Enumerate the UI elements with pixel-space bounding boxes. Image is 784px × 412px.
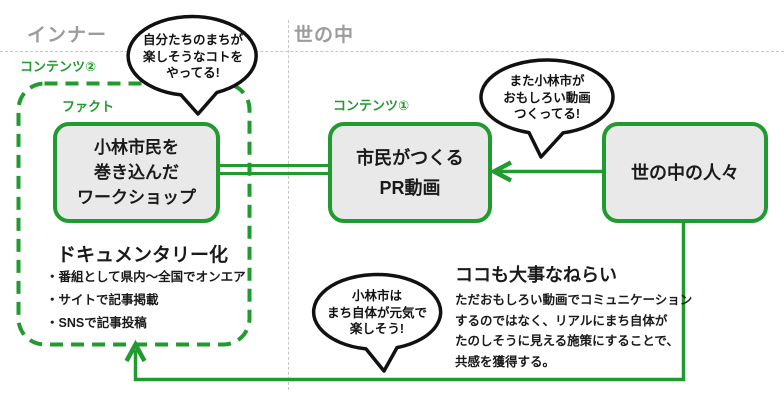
box-workshop-line1: 小林市民を xyxy=(94,138,179,157)
aim-line-1: ただおもしろい動画でコミュニケーション xyxy=(455,293,693,307)
speech-bubble-3-text: 小林市は まち自体が元気で 楽しそう! xyxy=(313,288,441,338)
bubble2-line3: つくってる! xyxy=(513,107,581,121)
label-content1: コンテンツ① xyxy=(333,98,410,113)
aim-heading: ココも大事なねらい xyxy=(455,265,617,285)
vertical-zone-divider xyxy=(288,20,289,390)
box-workshop-line2: 巻き込んだ xyxy=(94,163,179,182)
speech-bubble-2-text: また小林市が おもしろい動画 つくってる! xyxy=(484,73,610,123)
box-pr-video-line1: 市民がつくる xyxy=(356,147,464,168)
speech-bubble-1-text: 自分たちのまちが 楽しそうなコトを やってる! xyxy=(127,32,259,82)
box-people-label: 世の中の人々 xyxy=(631,162,739,183)
aim-line-2: するのではなく、リアルにまち自体が xyxy=(455,313,668,328)
box-workshop: 小林市民を 巻き込んだ ワークショップ xyxy=(53,122,220,223)
bubble3-line3: 楽しそう! xyxy=(349,322,405,336)
aim-line-4: 共感を獲得する。 xyxy=(455,354,556,369)
zone-label-inner: インナー xyxy=(27,25,108,46)
documentary-bullet-1: ・番組として県内〜全国でオンエア xyxy=(46,270,246,284)
label-content2: コンテンツ② xyxy=(20,59,97,74)
documentary-bullet-3: ・SNSで記事投稿 xyxy=(46,316,147,330)
documentary-heading: ドキュメンタリー化 xyxy=(57,245,229,266)
aim-line-3: たのしそうに見える施策にすることで、 xyxy=(455,334,679,348)
documentary-bullet-2: ・サイトで記事掲載 xyxy=(46,293,159,307)
arrow-people-to-pr-head xyxy=(489,160,513,183)
label-fact: ファクト xyxy=(62,99,115,114)
box-pr-video: 市民がつくる PR動画 xyxy=(328,122,492,223)
bubble1-line2: 楽しそうなコトを xyxy=(142,49,243,64)
bubble2-line1: また小林市が xyxy=(509,74,585,88)
bubble1-line1: 自分たちのまちが xyxy=(142,33,243,47)
bubble2-line2: おもしろい動画 xyxy=(503,90,591,105)
horizontal-zone-divider xyxy=(0,51,784,52)
bubble3-line2: まち自体が元気で xyxy=(326,305,427,320)
box-workshop-line3: ワークショップ xyxy=(77,188,196,207)
bubble3-line1: 小林市は xyxy=(351,289,402,303)
return-arrow-head xyxy=(124,339,147,363)
zone-label-world: 世の中 xyxy=(294,25,355,46)
bubble1-line3: やってる! xyxy=(166,66,220,80)
box-people: 世の中の人々 xyxy=(602,122,768,223)
box-pr-video-line2: PR動画 xyxy=(379,177,441,198)
